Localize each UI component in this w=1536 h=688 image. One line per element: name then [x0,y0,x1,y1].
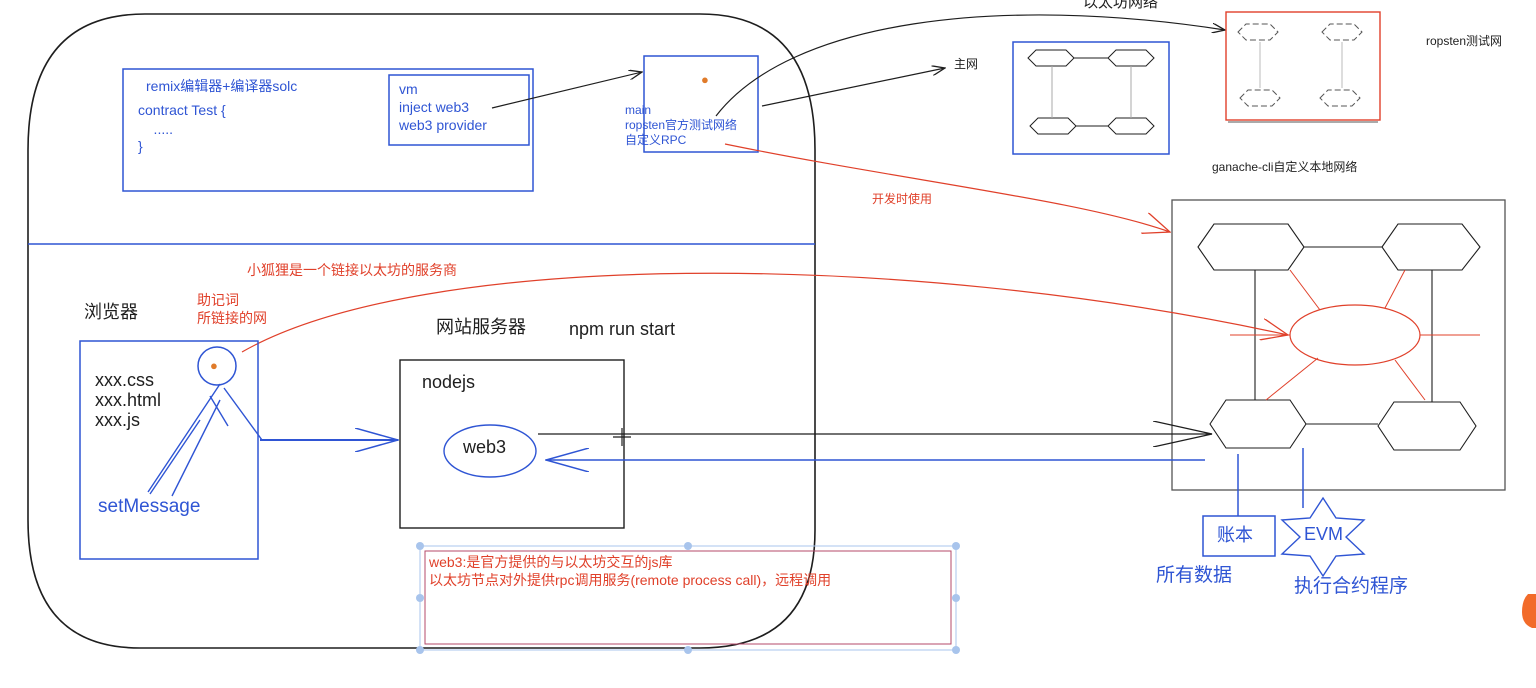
account-box [1202,515,1276,557]
ethereum-network-curve [715,14,1225,117]
server-label: 网站服务器 [436,317,526,337]
metamask-popup-box [643,55,759,153]
linked-network-note: 所链接的网 [197,310,267,326]
ropsten-label: ropsten测试网 [1426,34,1503,48]
browser-fox-circle [197,346,237,386]
code-line-1: contract Test { [138,102,226,118]
nodejs-label: nodejs [422,372,476,392]
env-option-inject-web3: inject web3 [399,99,470,115]
web3-note-line-1: web3:是官方提供的与以太坊交互的js库 [429,554,673,570]
network-ropsten: ropsten官方测试网络 [625,118,738,132]
evm-star [1280,496,1366,578]
setmessage-strokes [147,383,263,497]
browser-box [79,340,259,560]
mainnet-network-box [1012,41,1170,155]
inject-arrow [491,72,642,109]
code-line-3: } [138,138,143,154]
ropsten-nodes [1237,23,1363,107]
web3-note-inner [424,550,952,645]
edge-app-icon [1522,594,1536,628]
metamask-node-curve [241,272,1288,353]
selection-handles [416,542,960,654]
exec-contract-label: 执行合约程序 [1294,576,1409,597]
ganache-label: ganache-cli自定义本地网络 [1212,160,1358,174]
file-html: xxx.html [95,390,162,410]
web3-note-line-2: 以太坊节点对外提供rpc调用服务(remote process call)，远程… [429,572,832,588]
all-data-label: 所有数据 [1156,565,1233,586]
server-command: npm run start [569,319,676,339]
mainnet-arrow [761,68,945,107]
ganache-center-node [1289,304,1421,366]
mainnet-nodes [1027,49,1155,135]
env-option-web3-provider: web3 provider [399,117,487,133]
browser-label: 浏览器 [84,302,138,322]
code-line-2: ..... [138,121,174,137]
env-option-vm: vm [399,81,418,97]
web3-ellipse [443,424,537,478]
fox-icon: ● [210,358,218,373]
evm-label: EVM [1304,524,1344,544]
ethereum-network-label: 以太坊网络 [1083,0,1159,11]
set-message-label: setMessage [98,496,201,517]
ropsten-network-box [1225,11,1381,121]
remix-box [122,68,534,192]
dev-use-label: 开发时使用 [872,192,933,206]
metamask-note: 小狐狸是一个链接以太坊的服务商 [247,262,457,278]
remix-title: remix编辑器+编译器solc [146,78,298,94]
network-main: main [625,103,652,117]
mainnet-label: 主网 [954,57,979,71]
account-label: 账本 [1217,525,1253,545]
crosshair-cursor [613,428,631,446]
dev-use-arrow [724,143,1170,232]
ganache-network-box [1171,199,1506,491]
fox-icon: ● [701,72,709,87]
server-box [399,359,625,529]
env-options-box [388,74,530,146]
network-custom-rpc: 自定义RPC [625,133,687,147]
web3-label: web3 [463,437,507,457]
file-js: xxx.js [95,410,140,430]
mnemonic-note: 助记词 [197,292,239,308]
ganache-spokes [1230,269,1480,401]
ganache-nodes [1197,223,1481,451]
browser-container-outline [27,13,816,649]
file-css: xxx.css [95,370,155,390]
